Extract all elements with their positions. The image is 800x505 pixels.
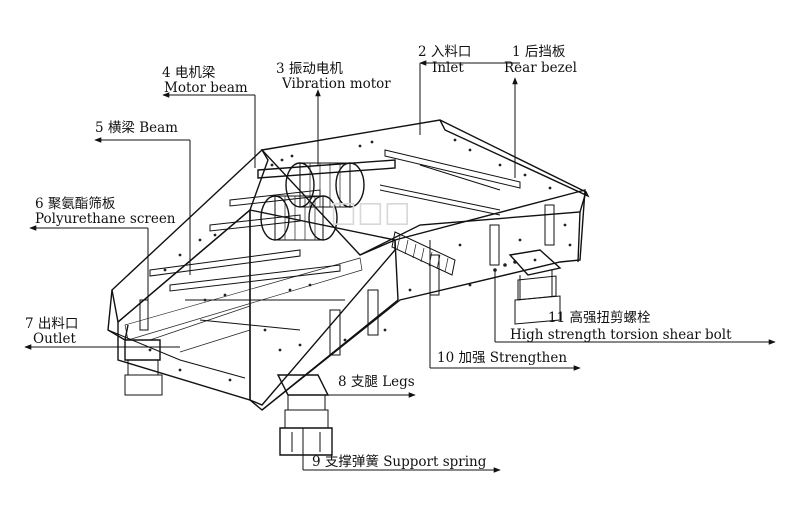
- label-inlet-en: Inlet: [432, 60, 464, 76]
- front-left-wall: [117, 208, 251, 401]
- upper-deck-frame: [260, 119, 587, 256]
- label-inlet-zh: 2 入料口: [418, 44, 471, 60]
- front-leg-spring: [276, 374, 333, 456]
- long-beams: [149, 189, 345, 331]
- label-vibration-motor-zh: 3 振动电机: [276, 61, 343, 77]
- left-spring-support: [124, 339, 163, 396]
- label-beam: 5 横梁 Beam: [95, 120, 178, 136]
- front-right-wall: [249, 189, 586, 411]
- vibration-motor-upper: [285, 162, 365, 208]
- lower-deck-edge: [124, 257, 363, 341]
- label-shear-bolt-en: High strength torsion shear bolt: [510, 327, 732, 343]
- outlet-lip: [107, 289, 129, 342]
- right-spring-support: [508, 249, 562, 325]
- motor-beam: [257, 159, 396, 179]
- leader-lines: [24, 60, 776, 473]
- vertical-stiffeners: [139, 204, 555, 356]
- label-outlet-en: Outlet: [33, 331, 76, 347]
- left-side-wall: [111, 148, 269, 324]
- label-rear-bezel-zh: 1 后挡板: [512, 44, 566, 60]
- label-vibration-motor-en: Vibration motor: [281, 76, 391, 92]
- bolt-pattern: [148, 138, 572, 382]
- label-motor-beam-zh: 4 电机梁: [162, 65, 216, 81]
- machine-drawing: ☐☐☐: [107, 119, 590, 456]
- rear-bezel: [439, 119, 590, 198]
- label-shear-bolt-zh: 11 高强扭剪螺栓: [548, 309, 651, 326]
- part-labels: 1 后挡板 Rear bezel 2 入料口 Inlet 3 振动电机 Vibr…: [25, 44, 732, 470]
- label-motor-beam-en: Motor beam: [164, 80, 248, 96]
- label-polyurethane-screen-en: Polyurethane screen: [35, 211, 176, 227]
- watermark-logo: ☐☐☐: [330, 198, 411, 233]
- vibration-motor-lower: [260, 195, 338, 241]
- label-outlet-zh: 7 出料口: [25, 316, 78, 332]
- label-legs: 8 支腿 Legs: [338, 374, 415, 390]
- back-cross-beams: [379, 149, 521, 216]
- label-support-spring: 9 支撑弹簧 Support spring: [312, 454, 487, 470]
- label-rear-bezel-en: Rear bezel: [504, 60, 577, 76]
- label-polyurethane-screen-zh: 6 聚氨酯筛板: [35, 196, 116, 212]
- label-strengthen: 10 加强 Strengthen: [437, 350, 567, 366]
